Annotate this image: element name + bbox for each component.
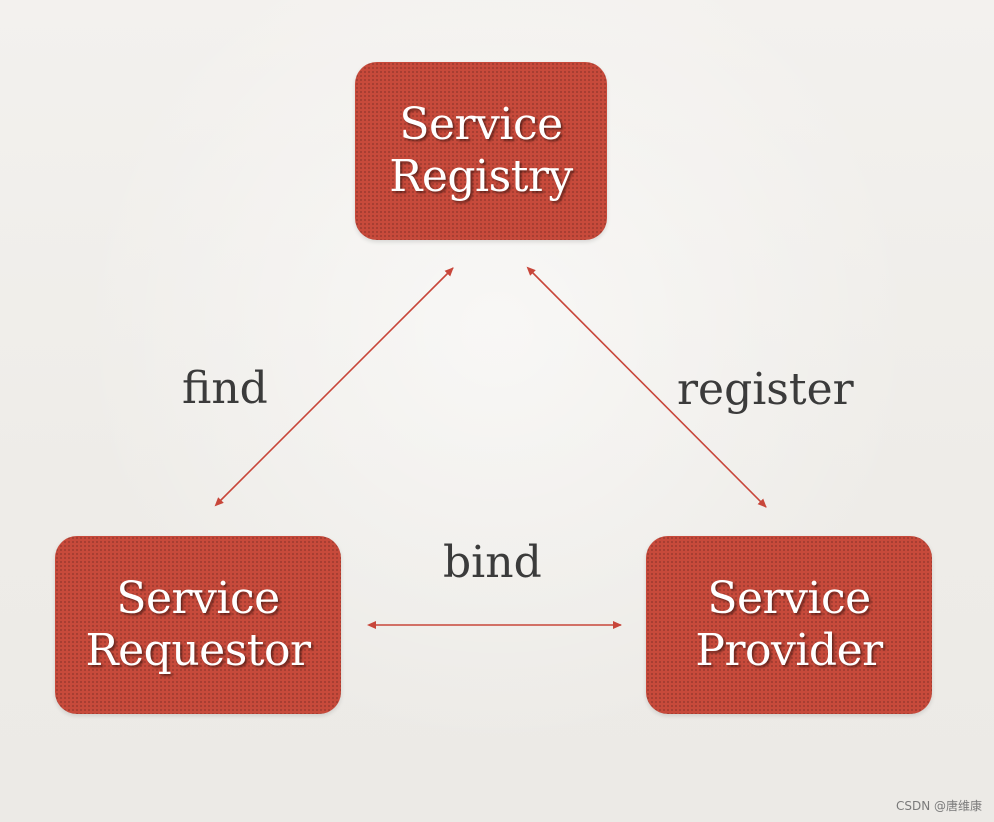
- service-provider-line-2: Provider: [695, 625, 883, 676]
- service-registry-node: Service Registry: [355, 62, 607, 240]
- service-requestor-line-2: Requestor: [85, 625, 312, 676]
- edge-label-find: find: [182, 363, 268, 414]
- watermark: CSDN @唐维康: [895, 799, 982, 813]
- service-requestor-line-1: Service: [116, 573, 280, 625]
- service-requestor-node: Service Requestor: [55, 536, 341, 714]
- service-provider-node: Service Provider: [646, 536, 932, 714]
- edge-label-register: register: [677, 364, 854, 415]
- service-registry-line-1: Service: [399, 99, 563, 151]
- edge-label-bind: bind: [443, 537, 542, 588]
- service-provider-line-1: Service: [707, 573, 871, 625]
- service-registry-line-2: Registry: [389, 151, 573, 202]
